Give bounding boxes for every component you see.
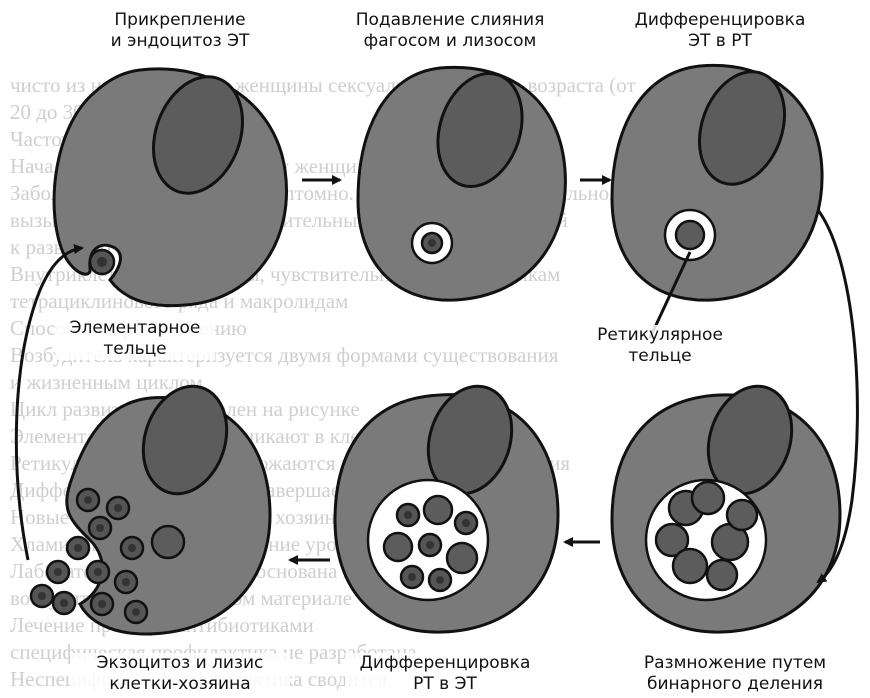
label-reticular-body: Ретикулярное тельце bbox=[585, 325, 735, 367]
cell-eb-to-rb bbox=[612, 60, 822, 300]
cell-attachment bbox=[54, 64, 286, 305]
caption-binary-fission: Размножение путем бинарного деления bbox=[620, 653, 850, 695]
label-elementary-body: Элементарное тельце bbox=[55, 318, 215, 360]
caption-rb-to-eb: Дифференцировка РТ в ЭТ bbox=[345, 653, 545, 695]
caption-fusion-suppression: Подавление слияния фагосом и лизосом bbox=[335, 10, 565, 52]
reticular-body bbox=[676, 221, 704, 249]
caption-exocytosis-lysis: Экзоцитоз и лизис клетки-хозяина bbox=[70, 653, 290, 695]
cell-fusion-suppression bbox=[358, 62, 565, 300]
cell-rb-to-eb bbox=[335, 375, 558, 632]
caption-eb-to-rb: Дифференцировка ЭТ в РТ bbox=[620, 10, 820, 52]
caption-attachment: Прикрепление и эндоцитоз ЭТ bbox=[70, 10, 290, 52]
cell-exocytosis-lysis bbox=[31, 375, 270, 634]
cell-binary-fission bbox=[612, 375, 840, 632]
